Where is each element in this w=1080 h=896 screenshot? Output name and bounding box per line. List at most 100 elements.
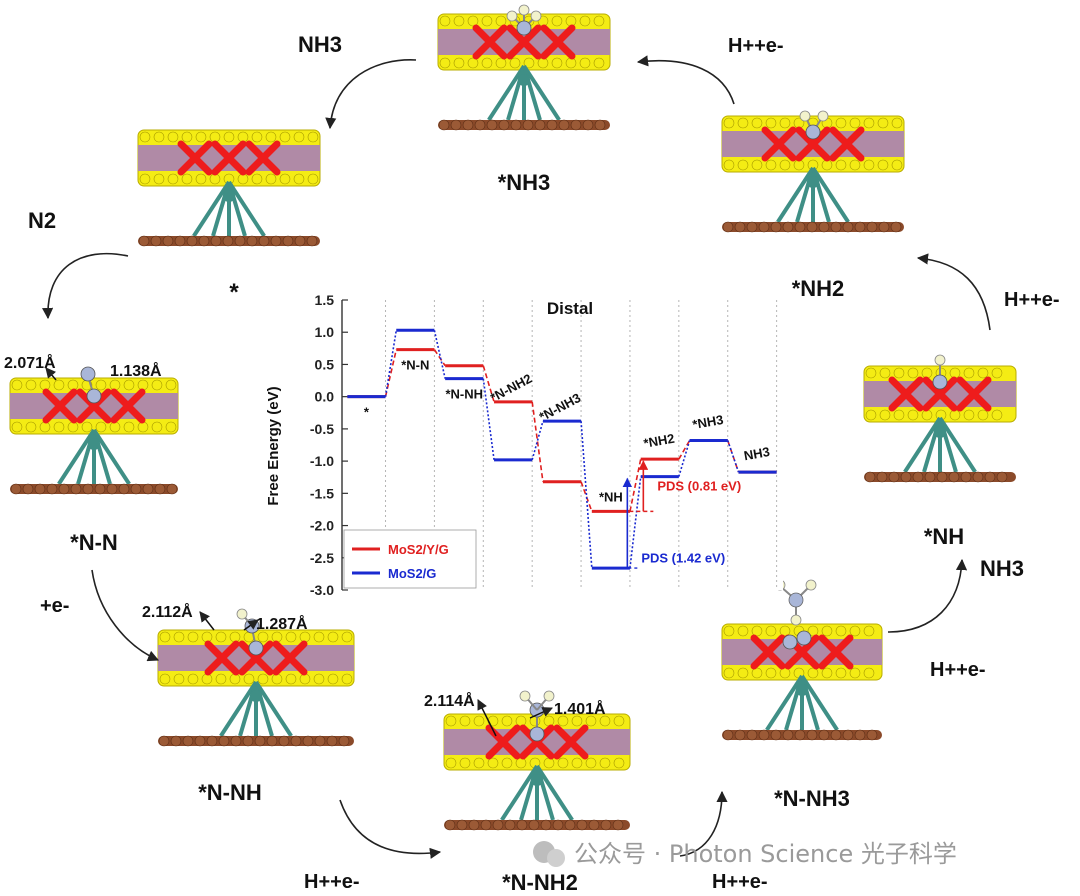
bond-length-n-n-right: 1.138Å [110, 361, 162, 380]
metal-linker [938, 416, 977, 474]
carbon-atom [540, 819, 552, 831]
category-label: *N-NH [445, 387, 483, 402]
metal-linker [219, 680, 258, 738]
carbon-atom [492, 819, 504, 831]
carbon-atom [46, 483, 58, 495]
sulfur-atom [571, 757, 583, 769]
carbon-atom [888, 471, 900, 483]
sulfur-atom [779, 117, 791, 129]
nitrogen-atom [788, 592, 804, 608]
sulfur-atom [53, 421, 65, 433]
sulfur-atom [215, 673, 227, 685]
metal-anchor-atom [223, 190, 235, 202]
hydrogen-atom [790, 614, 802, 626]
carbon-atom [570, 119, 582, 131]
sulfur-atom [173, 631, 185, 643]
sulfur-atom [599, 757, 611, 769]
metal-linker [254, 680, 293, 738]
sulfur-atom [551, 57, 563, 69]
sulfur-atom [195, 131, 207, 143]
sulfur-atom [543, 757, 555, 769]
legend-entry: MoS2/Y/G [388, 542, 449, 557]
carbon-atom [474, 119, 486, 131]
sulfur-atom [949, 367, 961, 379]
carbon-atom [594, 119, 606, 131]
carbon-atom [70, 483, 82, 495]
sulfur-atom [963, 367, 975, 379]
carbon-atom [270, 235, 282, 247]
yttrium-dopant [177, 140, 213, 176]
sulfur-atom [863, 117, 875, 129]
sulfur-atom [977, 367, 989, 379]
sulfur-atom [279, 173, 291, 185]
sulfur-atom [481, 57, 493, 69]
arrow-step-bottom-left [339, 799, 442, 859]
sulfur-atom [779, 625, 791, 637]
sulfur-atom [229, 631, 241, 643]
carbon-atom [58, 483, 70, 495]
sulfur-atom [123, 379, 135, 391]
sulfur-atom [285, 673, 297, 685]
energy-connector [531, 420, 544, 461]
sulfur-atom [187, 631, 199, 643]
step-nh3-release-top: NH3 [298, 32, 342, 57]
catalyst-structure-nh [863, 354, 1017, 483]
legend-box [343, 529, 477, 589]
series-mos2-g [347, 328, 777, 570]
sulfur-atom [153, 131, 165, 143]
sulfur-atom [891, 159, 903, 171]
step-nh3-release-right: NH3 [980, 556, 1024, 581]
nitrogen-atom [782, 634, 798, 650]
sulfur-atom [565, 15, 577, 27]
metal-linker [535, 764, 574, 822]
sulfur-atom [139, 173, 151, 185]
sulfur-atom [299, 631, 311, 643]
sulfur-atom [765, 625, 777, 637]
sulfur-atom [151, 379, 163, 391]
label-nh3: *NH3 [498, 170, 551, 195]
carbon-atom [948, 471, 960, 483]
sulfur-atom [453, 57, 465, 69]
carbon-atom [142, 483, 154, 495]
sulfur-atom [751, 117, 763, 129]
carbon-atom [462, 119, 474, 131]
metal-linker [938, 417, 958, 473]
carbon-atom [830, 729, 842, 741]
arrow-step-bottom-mid [679, 790, 728, 857]
carbon-atom [818, 729, 830, 741]
sulfur-atom [585, 715, 597, 727]
sulfur-atom [25, 421, 37, 433]
sulfur-atom [613, 757, 625, 769]
metal-linker [92, 428, 131, 486]
nitrogen-atom [796, 630, 812, 646]
sulfur-atom [445, 757, 457, 769]
carbon-atom [498, 119, 510, 131]
metal-linker [765, 674, 804, 732]
carbon-atom [456, 819, 468, 831]
sulfur-atom [523, 57, 535, 69]
energy-connector [384, 330, 398, 397]
sulfur-atom [251, 131, 263, 143]
nitrogen-atom [80, 366, 96, 382]
sulfur-atom [751, 667, 763, 679]
sulfur-atom [11, 379, 23, 391]
catalyst-structure-n-nh [157, 608, 355, 747]
carbon-atom [194, 735, 206, 747]
pds-label: PDS (1.42 eV) [641, 550, 725, 565]
carbon-atom [770, 221, 782, 233]
carbon-atom [854, 221, 866, 233]
sulfur-atom [341, 631, 353, 643]
carbon-atom [552, 819, 564, 831]
carbon-atom [444, 819, 456, 831]
nitrogen-atom [805, 124, 821, 140]
y-tick-label: 0.0 [315, 389, 335, 405]
carbon-atom [10, 483, 22, 495]
yttrium-dopant [553, 724, 589, 760]
sulfur-atom [173, 673, 185, 685]
sulfur-atom [849, 159, 861, 171]
sulfur-atom [307, 131, 319, 143]
carbon-atom [900, 471, 912, 483]
sulfur-atom [495, 15, 507, 27]
bond-pointer-arrow [45, 367, 57, 381]
yttrium-dopant [245, 140, 281, 176]
